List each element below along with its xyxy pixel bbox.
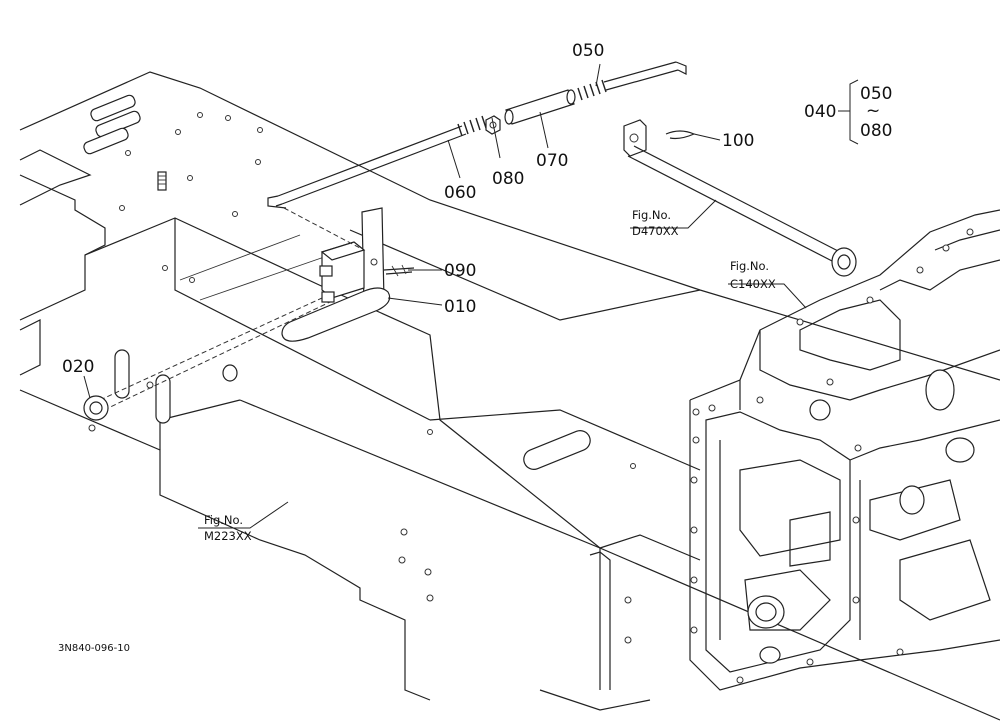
label-080: 080 <box>492 169 524 189</box>
chassis-frame <box>19 71 1000 721</box>
shaft-d470 <box>623 119 857 277</box>
drawing-code: 3N840-096-10 <box>58 643 130 654</box>
label-050: 050 <box>572 41 604 61</box>
label-040: 040 <box>804 102 836 122</box>
label-group-top: 050 <box>860 84 892 104</box>
group-bracket <box>838 79 859 145</box>
fig-ref-c140-prefix: Fig.No. <box>730 259 769 273</box>
fig-ref-d470-number: D470XX <box>632 224 679 238</box>
label-100: 100 <box>722 131 754 151</box>
pedal-bracket-assembly <box>281 207 415 342</box>
fig-ref-c140-number: C140XX <box>730 277 776 291</box>
collar-020 <box>83 364 238 421</box>
assembly-lines <box>99 207 361 411</box>
fig-ref-m223-number: M223XX <box>204 529 252 543</box>
label-010: 010 <box>444 297 476 317</box>
label-group-tilde: ~ <box>866 101 880 121</box>
turnbuckle-070 <box>504 89 576 125</box>
rod-050 <box>577 61 687 101</box>
fig-ref-d470-prefix: Fig.No. <box>632 208 671 222</box>
label-060: 060 <box>444 183 476 203</box>
leader-lines <box>83 63 807 529</box>
figure-references: Fig.No. D470XX Fig.No. C140XX Fig.No. M2… <box>204 208 776 543</box>
rod-060 <box>267 115 487 209</box>
label-090: 090 <box>444 261 476 281</box>
transmission-case <box>689 209 1000 691</box>
part-labels: 050 040 050 ~ 080 100 070 080 060 090 01… <box>62 41 892 377</box>
label-070: 070 <box>536 151 568 171</box>
label-020: 020 <box>62 357 94 377</box>
fig-ref-m223-prefix: Fig.No. <box>204 513 243 527</box>
label-group-bottom: 080 <box>860 121 892 141</box>
